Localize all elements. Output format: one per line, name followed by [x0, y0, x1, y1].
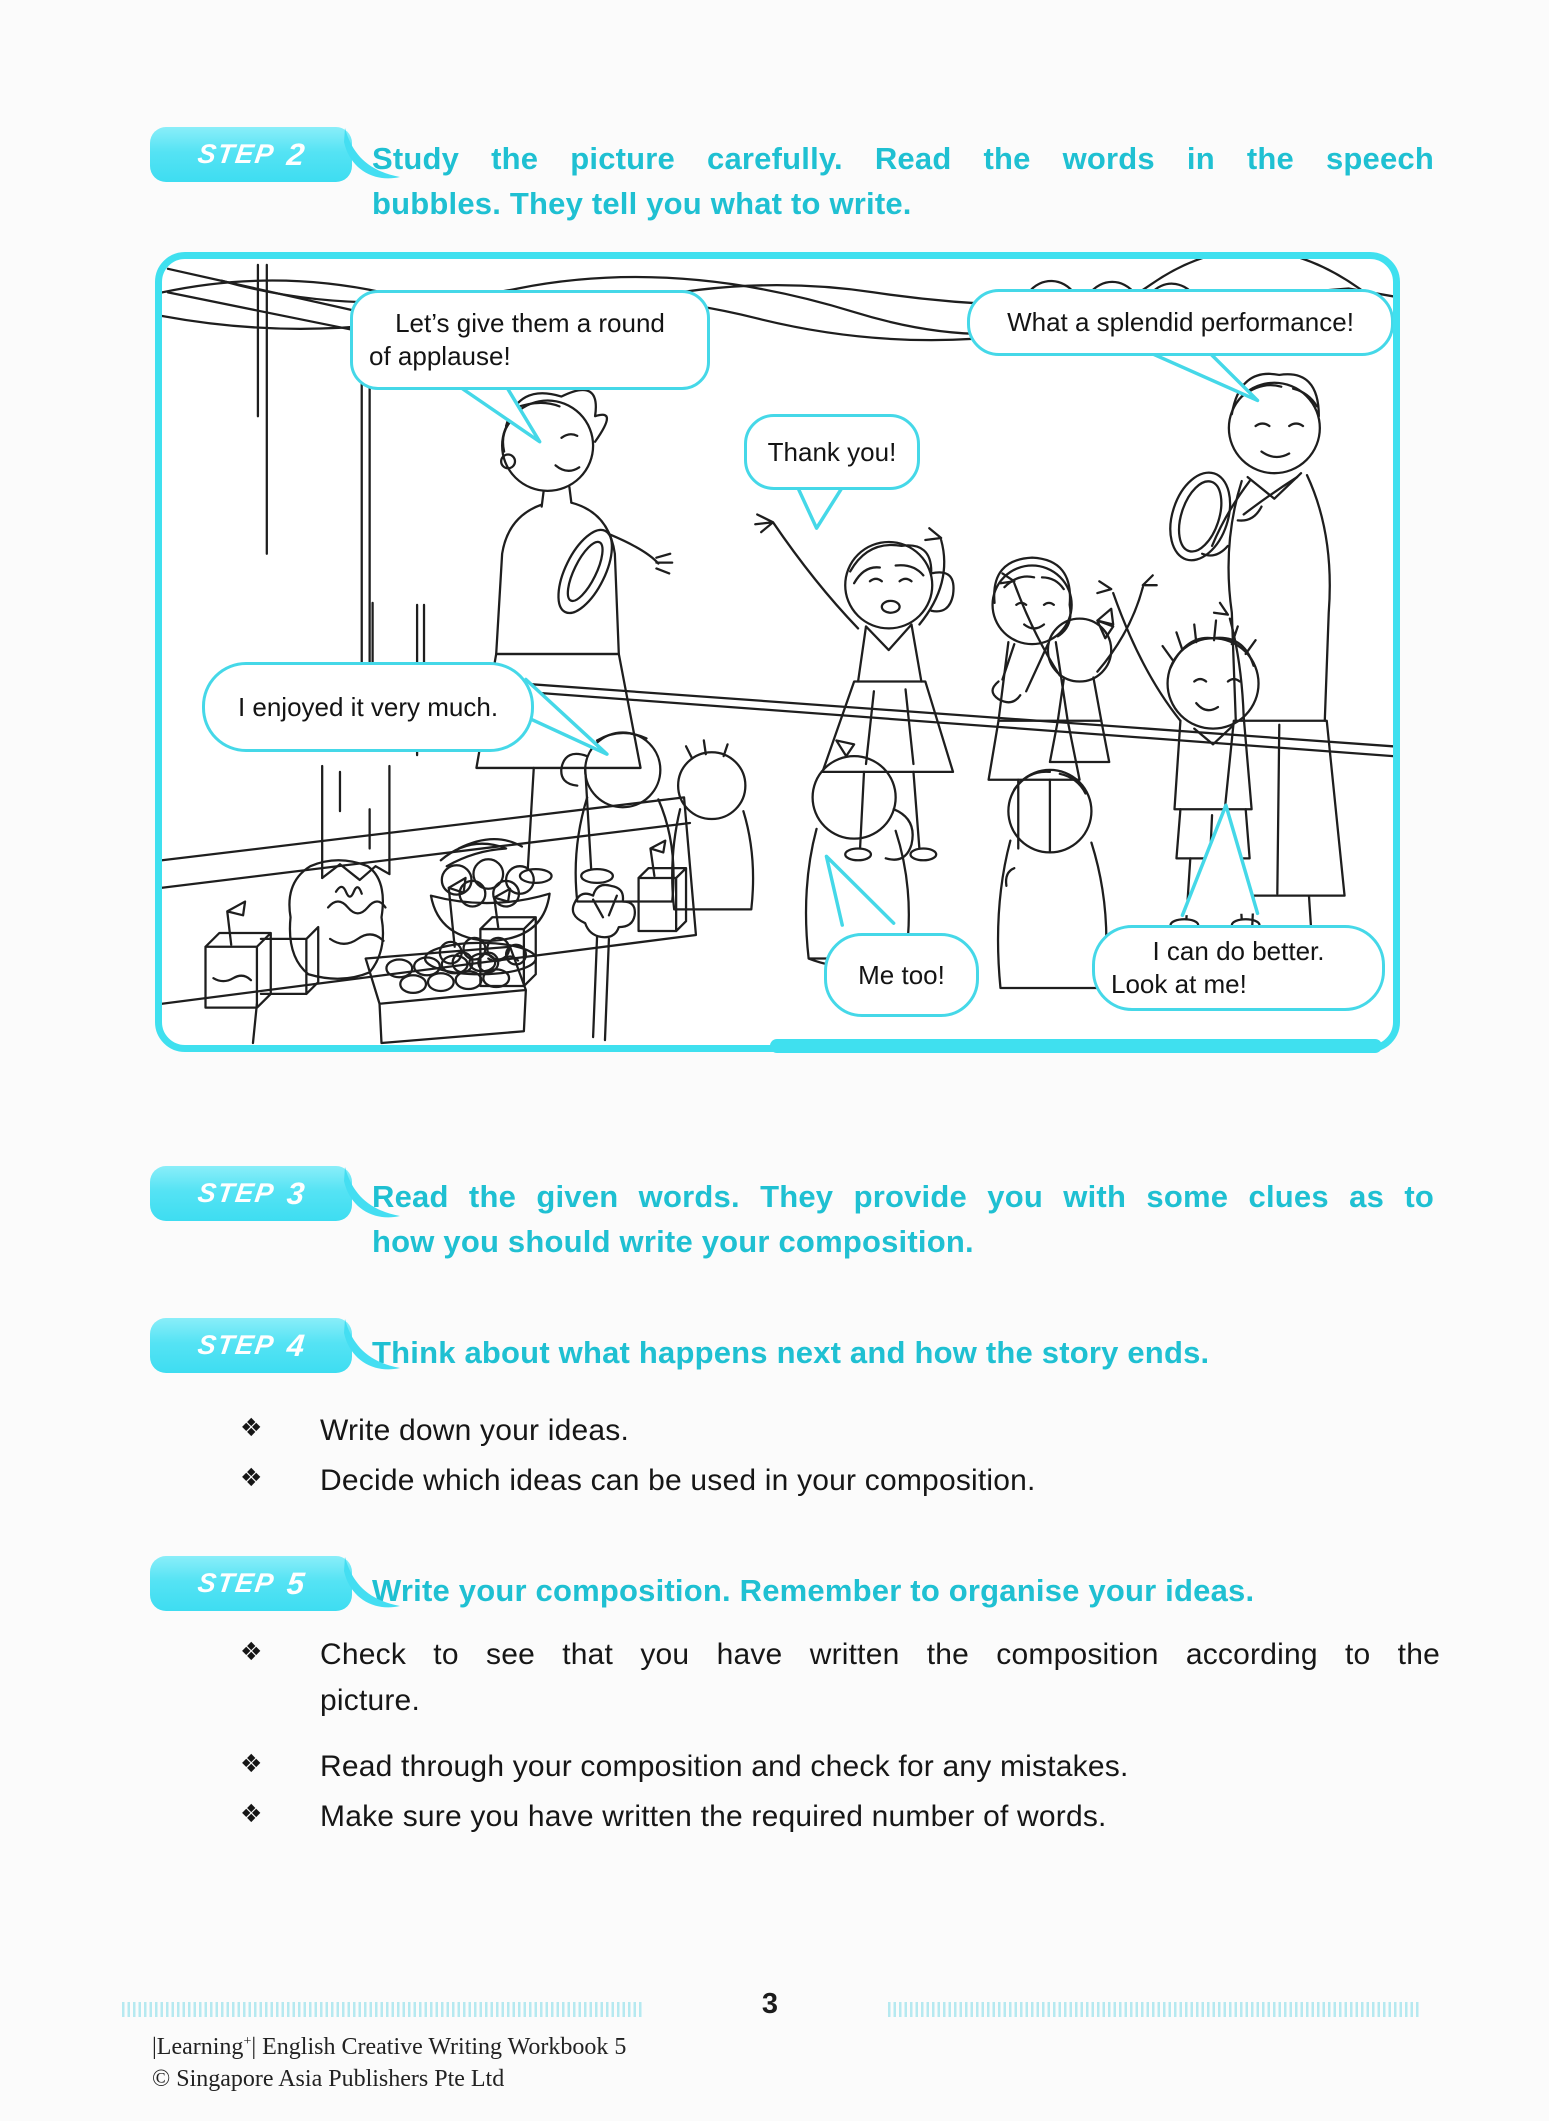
step-5-badge: STEP 5 — [150, 1556, 400, 1611]
step-5-bullet-1: ❖ Check to see that you have written the… — [240, 1632, 1440, 1724]
diamond-bullet-icon: ❖ — [240, 1413, 263, 1442]
baseboard — [410, 674, 1393, 758]
speech-bubble-text: What a splendid performance! — [1007, 307, 1354, 337]
step-4-bullet-1: ❖ Write down your ideas. — [240, 1408, 1440, 1454]
footer-copyright: © Singapore Asia Publishers Pte Ltd — [152, 2066, 505, 2092]
girl-with-bow — [999, 572, 1158, 764]
footer-brand-post: | English Creative Writing Workbook 5 — [251, 2034, 627, 2060]
bullet-text: Make sure you have written the required … — [320, 1800, 1107, 1833]
footer-brand-sup: + — [243, 2034, 252, 2049]
speech-bubble-do-better: I can do better. Look at me! — [1092, 925, 1385, 1011]
speech-bubble-performance: What a splendid performance! — [967, 289, 1393, 356]
girl-clapping — [987, 556, 1081, 854]
diamond-bullet-icon: ❖ — [240, 1749, 263, 1778]
classroom-illustration: Let’s give them a round of applause! Wha… — [155, 252, 1400, 1052]
step-2-badge: STEP 2 — [150, 127, 400, 182]
step-2-badge-number: 2 — [285, 136, 307, 172]
step-4-heading: Think about what happens next and how th… — [372, 1330, 1434, 1375]
speech-bubble-tails — [454, 349, 1260, 927]
step-3-badge-number: 3 — [285, 1175, 307, 1211]
bullet-text-line: Check to see that you have written the c… — [320, 1638, 1440, 1671]
food-table — [162, 796, 698, 1045]
step-4-badge: STEP 4 — [150, 1318, 400, 1373]
step-3-badge-label: STEP — [195, 1178, 277, 1208]
step-4-badge-label: STEP — [195, 1330, 277, 1360]
diamond-bullet-icon: ❖ — [240, 1799, 263, 1828]
bullet-text: Read through your composition and check … — [320, 1750, 1129, 1783]
frame-bottom-accent — [770, 1039, 1382, 1053]
step-5-bullet-3: ❖ Make sure you have written the require… — [240, 1794, 1440, 1840]
badge-swoosh-icon — [344, 1557, 400, 1608]
step-5-bullet-2: ❖ Read through your composition and chec… — [240, 1744, 1440, 1790]
speech-bubble-enjoyed: I enjoyed it very much. — [202, 662, 534, 752]
speech-bubble-text: Me too! — [858, 959, 945, 990]
footer-brand-pre: |Learning — [152, 2034, 244, 2060]
step-2-heading-line: bubbles. They tell you what to write. — [372, 186, 912, 221]
speech-bubble-text: Let’s give them a round — [395, 308, 665, 338]
step-5-badge-number: 5 — [285, 1565, 307, 1601]
badge-swoosh-icon — [344, 1319, 400, 1370]
bullet-text: Decide which ideas can be used in your c… — [320, 1464, 1036, 1497]
step-4-badge-number: 4 — [285, 1327, 307, 1363]
footer-stripe-left — [122, 2002, 644, 2017]
speech-bubble-thank-you: Thank you! — [744, 414, 920, 490]
step-5-badge-label: STEP — [195, 1568, 277, 1598]
diamond-bullet-icon: ❖ — [240, 1637, 263, 1666]
speech-bubble-text: I enjoyed it very much. — [237, 691, 499, 722]
step-4-heading-line: Think about what happens next and how th… — [372, 1335, 1210, 1370]
footer-stripe-right — [888, 2002, 1420, 2017]
speech-bubble-text: of applause! — [369, 341, 511, 371]
girl-thank-you — [754, 513, 955, 862]
speech-bubble-text: I can do better. — [1152, 936, 1325, 966]
bullet-text: Check to see that you have written the c… — [320, 1632, 1440, 1724]
step-5-heading: Write your composition. Remember to orga… — [372, 1568, 1434, 1613]
step-3-heading-line: how you should write your composition. — [372, 1224, 974, 1259]
step-5-heading-line: Write your composition. Remember to orga… — [372, 1573, 1255, 1608]
step-4-bullet-2: ❖ Decide which ideas can be used in your… — [240, 1458, 1440, 1504]
boy-jumping — [1096, 580, 1261, 933]
step-2-heading: Study the picture carefully. Read the wo… — [372, 136, 1434, 226]
speech-bubble-applause: Let’s give them a round of applause! — [350, 290, 710, 390]
speech-bubble-text: Look at me! — [1111, 969, 1247, 999]
step-2-heading-line: Study the picture carefully. Read the wo… — [372, 141, 1434, 176]
badge-swoosh-icon — [344, 1167, 400, 1218]
speech-bubble-text: Thank you! — [767, 436, 897, 467]
step-2-badge-label: STEP — [195, 139, 277, 169]
teacher-left — [475, 388, 674, 885]
step-3-heading: Read the given words. They provide you w… — [372, 1174, 1434, 1264]
bullet-text: Write down your ideas. — [320, 1414, 629, 1447]
speech-bubble-me-too: Me too! — [824, 933, 979, 1017]
bullet-text-line: picture. — [320, 1684, 420, 1717]
diamond-bullet-icon: ❖ — [240, 1463, 263, 1492]
page-number: 3 — [761, 1988, 779, 2020]
step-3-heading-line: Read the given words. They provide you w… — [372, 1179, 1434, 1214]
step-3-badge: STEP 3 — [150, 1166, 400, 1221]
banner-cloth — [321, 764, 391, 882]
footer-brand: |Learning+| English Creative Writing Wor… — [152, 2034, 626, 2061]
badge-swoosh-icon — [344, 128, 400, 179]
